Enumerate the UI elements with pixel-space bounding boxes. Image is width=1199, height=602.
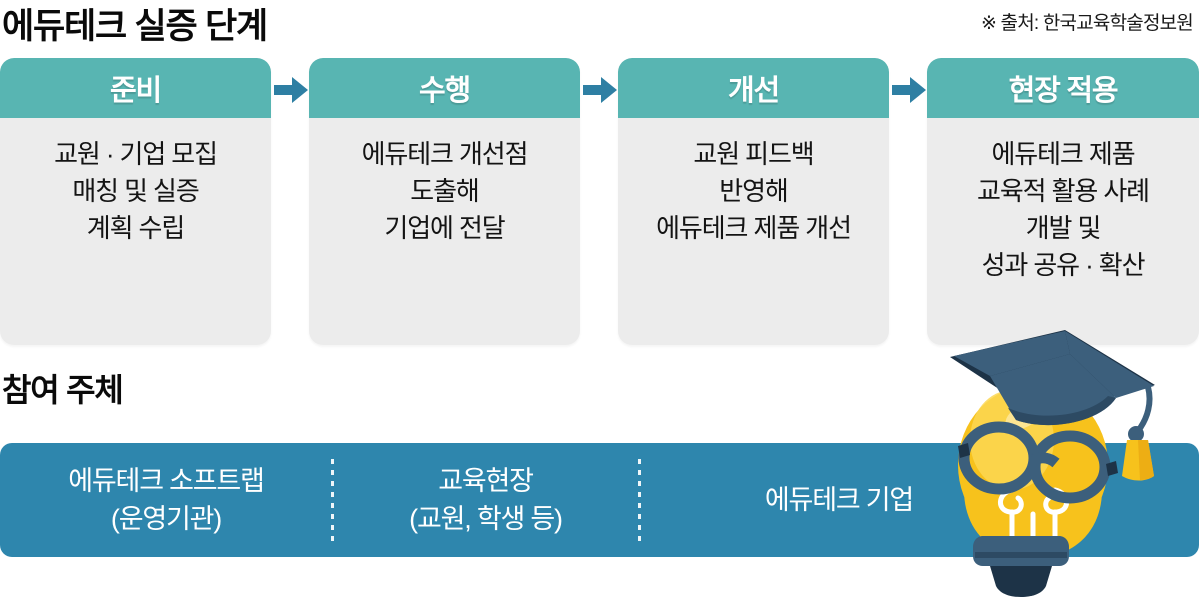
- participant-line: (교원, 학생 등): [409, 504, 563, 534]
- stage-card-line: 에듀테크 제품 개선: [656, 213, 852, 243]
- arrow-right-icon: [890, 75, 928, 105]
- stage-card-line: 개발 및: [1025, 213, 1102, 243]
- stage-card-header: 준비: [0, 58, 271, 118]
- stage-card-body: 에듀테크 개선점 도출해 기업에 전달: [309, 118, 580, 247]
- stage-card-header: 개선: [618, 58, 889, 118]
- stage-card-line: 매칭 및 실증: [72, 176, 199, 206]
- participant-item-school-field[interactable]: 교육현장 (교원, 학생 등): [332, 443, 639, 557]
- participant-item-edutech-company[interactable]: 에듀테크 기업: [639, 443, 1039, 557]
- arrow-right-icon: [581, 75, 619, 105]
- stage-card-body: 에듀테크 제품 교육적 활용 사례 개발 및 성과 공유 · 확산: [927, 118, 1199, 284]
- stage-card-header: 수행: [309, 58, 580, 118]
- stage-card-line: 계획 수립: [86, 213, 186, 243]
- stage-card-header: 현장 적용: [927, 58, 1199, 118]
- participant-line: (운영기관): [110, 504, 222, 534]
- stage-card-line: 도출해: [410, 176, 480, 206]
- participant-divider: [331, 459, 334, 541]
- stage-card-body: 교원 피드백 반영해 에듀테크 제품 개선: [618, 118, 889, 247]
- stage-card-title: 수행: [419, 75, 471, 107]
- stage-card-line: 반영해: [719, 176, 789, 206]
- stage-card-title: 개선: [728, 75, 780, 107]
- source-note: ※ 출처: 한국교육학술정보원: [980, 13, 1194, 34]
- page-title: 에듀테크 실증 단계: [2, 7, 268, 46]
- participant-line: 교육현장: [438, 466, 534, 496]
- participant-line: 에듀테크 소프트랩: [68, 466, 265, 496]
- participants-bar: 에듀테크 소프트랩 (운영기관) 교육현장 (교원, 학생 등) 에듀테크 기업: [0, 443, 1199, 557]
- stage-card-body: 교원 · 기업 모집 매칭 및 실증 계획 수립: [0, 118, 271, 247]
- stage-card-line: 성과 공유 · 확산: [981, 250, 1146, 280]
- stage-card-title: 준비: [110, 75, 162, 107]
- stage-card-line: 교원 · 기업 모집: [54, 139, 218, 169]
- header: 에듀테크 실증 단계 ※ 출처: 한국교육학술정보원: [0, 0, 1199, 50]
- stage-card-title: 현장 적용: [1008, 75, 1119, 107]
- participant-line: 에듀테크 기업: [764, 485, 914, 515]
- stage-card-preparation[interactable]: 준비 교원 · 기업 모집 매칭 및 실증 계획 수립: [0, 58, 271, 345]
- arrow-right-icon: [272, 75, 310, 105]
- participants-section-title: 참여 주체: [2, 372, 124, 408]
- stage-card-field-application[interactable]: 현장 적용 에듀테크 제품 교육적 활용 사례 개발 및 성과 공유 · 확산: [927, 58, 1199, 345]
- stage-card-line: 에듀테크 제품: [991, 139, 1135, 169]
- stage-card-line: 교원 피드백: [693, 139, 814, 169]
- participant-item-softlab[interactable]: 에듀테크 소프트랩 (운영기관): [0, 443, 332, 557]
- participant-divider: [638, 459, 641, 541]
- stage-card-improvement[interactable]: 개선 교원 피드백 반영해 에듀테크 제품 개선: [618, 58, 889, 345]
- stage-card-line: 교육적 활용 사례: [977, 176, 1150, 206]
- stage-card-list: 준비 교원 · 기업 모집 매칭 및 실증 계획 수립 수행 에듀테크 개선점 …: [0, 58, 1199, 346]
- stage-card-execution[interactable]: 수행 에듀테크 개선점 도출해 기업에 전달: [309, 58, 580, 345]
- stage-card-line: 기업에 전달: [384, 213, 505, 243]
- stage-card-line: 에듀테크 개선점: [361, 139, 529, 169]
